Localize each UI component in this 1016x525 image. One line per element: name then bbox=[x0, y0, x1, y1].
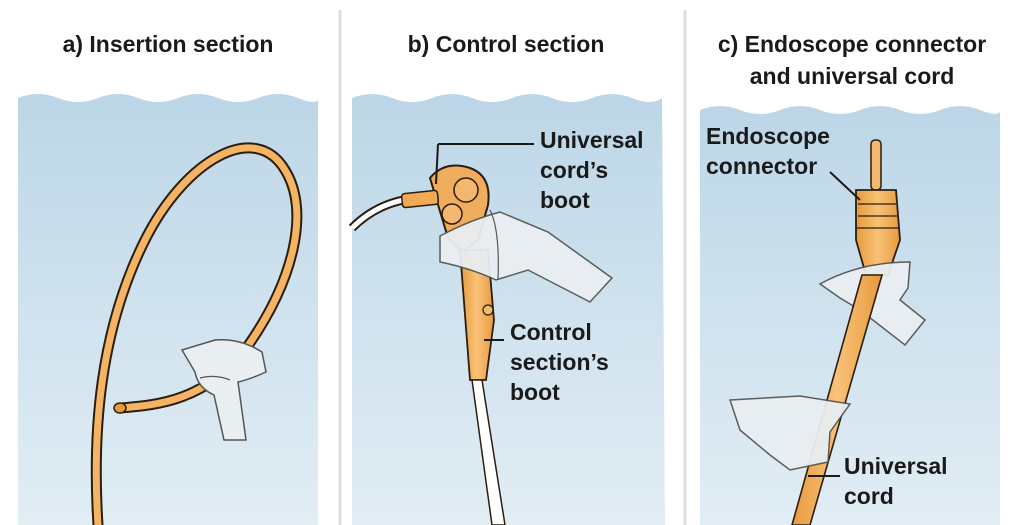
title-a: a) Insertion section bbox=[63, 31, 274, 57]
label-universal-boot-2: cord’s bbox=[540, 157, 608, 183]
label-connector-2: connector bbox=[706, 153, 817, 179]
label-control-boot-3: boot bbox=[510, 379, 560, 405]
title-b: b) Control section bbox=[408, 31, 605, 57]
label-cord-2: cord bbox=[844, 483, 894, 509]
water-tank-b bbox=[352, 94, 665, 525]
connector-prong bbox=[871, 140, 881, 190]
title-c-2: and universal cord bbox=[750, 63, 955, 89]
label-cord-1: Universal bbox=[844, 453, 948, 479]
label-universal-boot-3: boot bbox=[540, 187, 590, 213]
control-valve bbox=[483, 305, 493, 315]
label-control-boot-2: section’s bbox=[510, 349, 609, 375]
panel-insertion: a) Insertion section bbox=[18, 31, 318, 525]
label-universal-boot-1: Universal bbox=[540, 127, 644, 153]
control-knob-2 bbox=[442, 204, 462, 224]
title-c-1: c) Endoscope connector bbox=[718, 31, 986, 57]
control-knob-1 bbox=[454, 178, 478, 202]
panel-connector: c) Endoscope connector and universal cor… bbox=[700, 31, 1000, 525]
panel-control: b) Control section Universal cord’s boot… bbox=[352, 31, 665, 525]
label-connector-1: Endoscope bbox=[706, 123, 830, 149]
label-control-boot-1: Control bbox=[510, 319, 592, 345]
universal-cord-boot bbox=[401, 190, 438, 208]
distal-tip bbox=[114, 403, 126, 413]
